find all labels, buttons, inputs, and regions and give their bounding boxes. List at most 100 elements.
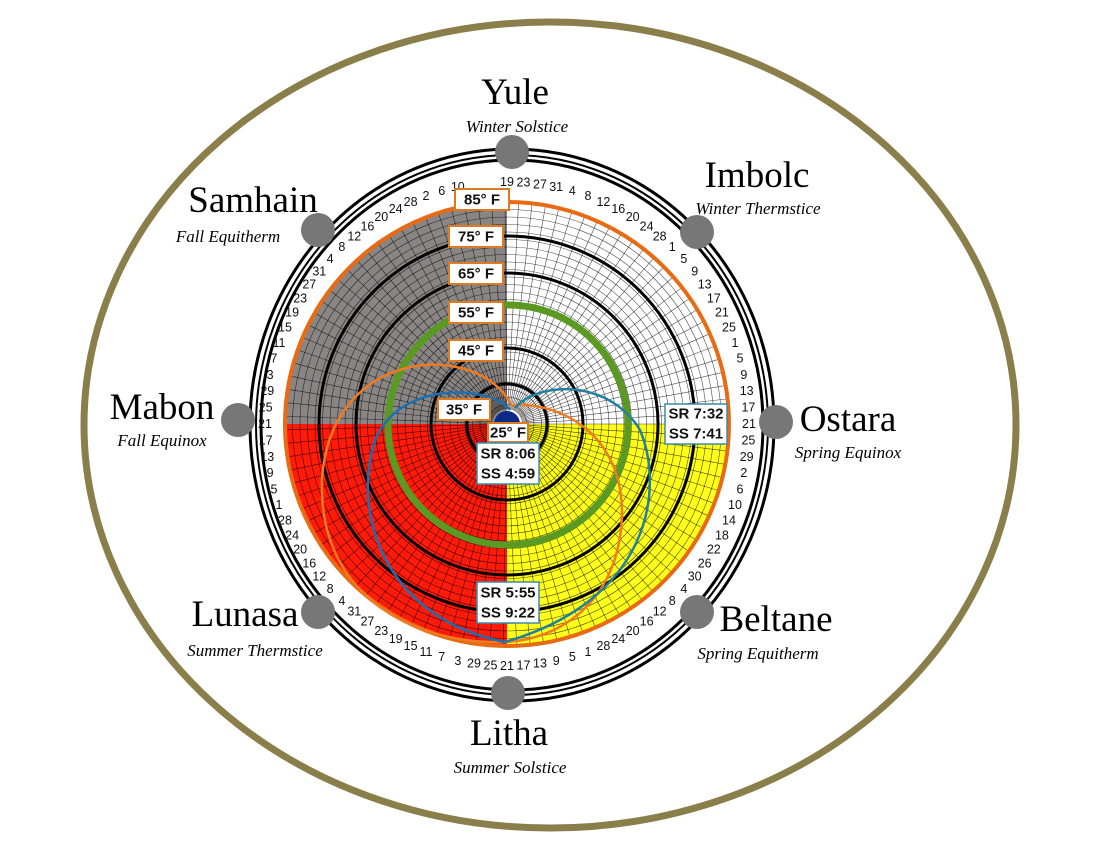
- date-tick-label: 4: [680, 582, 687, 596]
- temp-label-35: 35° F: [437, 398, 491, 421]
- date-tick-label: 12: [347, 229, 361, 243]
- temperature-ring-55f: [384, 301, 632, 549]
- date-tick-label: 29: [260, 384, 274, 398]
- daylength-curve-orange-right: [504, 403, 624, 644]
- date-tick-label: 25: [484, 658, 498, 672]
- date-tick-label: 25: [722, 321, 736, 335]
- date-tick-label: 19: [389, 632, 403, 646]
- date-tick-label: 12: [312, 570, 326, 584]
- daylength-curve-blue-left: [366, 391, 511, 644]
- marker-ostara: [759, 405, 793, 439]
- date-tick-label: 9: [740, 368, 747, 382]
- date-tick-label: 17: [517, 658, 531, 672]
- date-tick-label: 12: [653, 605, 667, 619]
- temp-label-text: 65° F: [458, 266, 494, 283]
- marker-mabon: [221, 403, 255, 437]
- temp-label-text: 45° F: [458, 343, 494, 360]
- date-tick-label: 1: [276, 498, 283, 512]
- festival-name: Ostara: [800, 399, 897, 440]
- date-tick-label: 28: [653, 229, 667, 243]
- temperature-labels: 85° F 75° F 65° F 55° F 45° F 35° F 25° …: [437, 188, 529, 443]
- festival-name: Litha: [470, 713, 548, 754]
- temp-label-25: 25° F: [487, 422, 529, 443]
- date-tick-label: 24: [285, 528, 299, 542]
- temp-label-65: 65° F: [448, 262, 504, 285]
- date-tick-label: 3: [267, 368, 274, 382]
- date-tick-label: 26: [698, 557, 712, 571]
- date-tick-label: 28: [278, 513, 292, 527]
- date-tick-label: 18: [715, 528, 729, 542]
- temp-label-text: 25° F: [490, 425, 526, 442]
- date-tick-label: 20: [374, 210, 388, 224]
- festival-subtitle: Summer Solstice: [454, 758, 567, 777]
- date-tick-label: 14: [722, 513, 736, 527]
- date-tick-label: 31: [347, 605, 361, 619]
- festival-subtitle: Spring Equitherm: [697, 644, 818, 663]
- date-tick-label: 20: [626, 210, 640, 224]
- date-tick-label: 5: [569, 650, 576, 664]
- temp-label-85: 85° F: [454, 188, 510, 211]
- festival-samhain: Samhain Fall Equitherm: [175, 180, 318, 246]
- date-tick-label: 20: [626, 624, 640, 638]
- date-tick-label: 16: [611, 202, 625, 216]
- festival-name: Samhain: [188, 180, 317, 221]
- sunrise-time: SR 8:06: [480, 446, 535, 463]
- date-tick-label: 11: [420, 645, 433, 659]
- date-tick-label: 23: [374, 624, 388, 638]
- date-tick-label: 6: [737, 482, 744, 496]
- festival-name: Imbolc: [705, 155, 810, 196]
- date-tick-label: 2: [423, 189, 430, 203]
- festival-subtitle: Winter Solstice: [466, 117, 569, 136]
- sun-times-summer-solstice: SR 5:55 SS 9:22: [476, 581, 540, 624]
- date-tick-label: 13: [260, 450, 274, 464]
- temp-label-text: 85° F: [464, 192, 500, 209]
- festival-markers: [221, 135, 793, 710]
- date-tick-label: 17: [707, 291, 721, 305]
- date-tick-label: 31: [549, 180, 563, 194]
- festival-imbolc: Imbolc Winter Thermstice: [695, 155, 821, 218]
- date-tick-label: 15: [278, 321, 292, 335]
- date-tick-label: 7: [438, 650, 445, 664]
- date-tick-label: 13: [533, 657, 547, 671]
- date-tick-label: 12: [596, 195, 610, 209]
- marker-beltane: [680, 595, 714, 629]
- festival-subtitle: Fall Equinox: [116, 431, 207, 450]
- date-tick-label: 5: [680, 252, 687, 266]
- marker-lunasa: [301, 595, 335, 629]
- temp-label-75: 75° F: [448, 225, 504, 248]
- festival-beltane: Beltane Spring Equitherm: [697, 599, 832, 663]
- date-tick-label: 20: [293, 543, 307, 557]
- festival-ostara: Ostara Spring Equinox: [795, 399, 902, 462]
- sunrise-time: SR 7:32: [668, 406, 723, 423]
- date-tick-label: 19: [285, 306, 299, 320]
- date-tick-label: 29: [467, 657, 481, 671]
- marker-imbolc: [680, 215, 714, 249]
- date-tick-label: 15: [404, 639, 418, 653]
- date-tick-label: 9: [553, 654, 560, 668]
- temp-label-text: 35° F: [446, 402, 482, 419]
- date-tick-label: 30: [688, 570, 702, 584]
- date-tick-label: 10: [728, 498, 742, 512]
- temp-label-text: 55° F: [458, 305, 494, 322]
- date-tick-label: 28: [596, 639, 610, 653]
- date-tick-label: 23: [517, 176, 531, 190]
- date-tick-label: 3: [454, 654, 461, 668]
- date-tick-label: 6: [438, 184, 445, 198]
- date-tick-label: 16: [360, 219, 374, 233]
- daylength-curve-blue-right: [504, 388, 652, 644]
- date-tick-label: 8: [585, 189, 592, 203]
- daylength-curve-orange-left: [320, 363, 514, 644]
- marker-litha: [491, 676, 525, 710]
- date-tick-label: 31: [312, 264, 326, 278]
- date-tick-label: 5: [271, 482, 278, 496]
- center-dot: [494, 411, 520, 424]
- date-tick-label: 25: [741, 434, 755, 448]
- festival-subtitle: Fall Equitherm: [175, 227, 280, 246]
- festival-name: Lunasa: [192, 594, 299, 635]
- date-tick-label: 11: [273, 336, 286, 350]
- date-tick-label: 19: [500, 175, 514, 189]
- date-tick-label: 28: [404, 195, 418, 209]
- date-tick-label: 5: [737, 352, 744, 366]
